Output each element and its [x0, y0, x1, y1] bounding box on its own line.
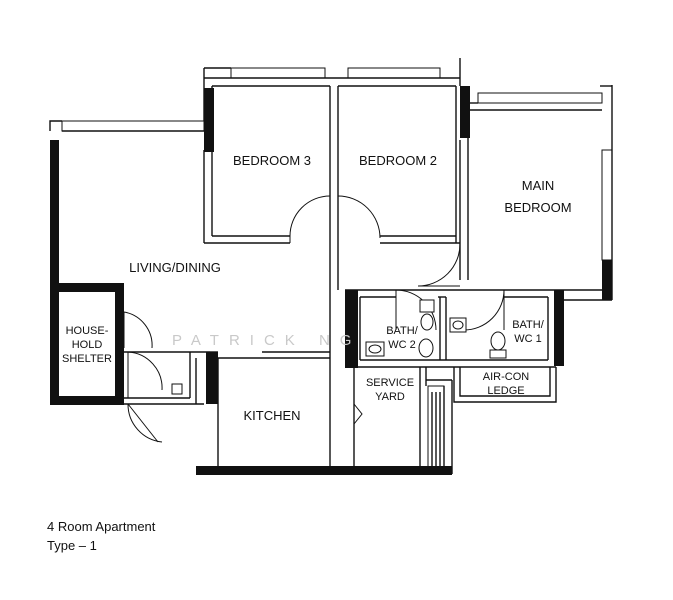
window-living: [61, 120, 205, 132]
window-main-top: [477, 92, 603, 104]
toilet-bath1: [490, 331, 506, 351]
label-bath1-1: BATH/: [512, 319, 545, 331]
label-shelter-1: HOUSE-: [66, 325, 109, 337]
label-main-bedroom-2: BEDROOM: [504, 200, 571, 215]
walls-outline: [49, 58, 613, 474]
walls-structural: [50, 86, 612, 475]
window-bedroom3: [230, 67, 326, 79]
toilet-tank-bath2: [419, 299, 435, 313]
room-labels: BEDROOM 3 BEDROOM 2 MAIN BEDROOM LIVING/…: [62, 153, 572, 423]
doors: [123, 195, 505, 443]
shelter-walls: [50, 283, 124, 405]
label-main-bedroom-1: MAIN: [522, 178, 555, 193]
caption-title: 4 Room Apartment: [47, 519, 156, 534]
label-service-yard-2: YARD: [375, 391, 405, 403]
toilet-bath2: [420, 313, 434, 331]
label-kitchen: KITCHEN: [243, 408, 300, 423]
label-service-yard-1: SERVICE: [366, 377, 414, 389]
label-bath1-2: WC 1: [514, 333, 542, 345]
toilet-tank-bath1: [489, 349, 507, 359]
toilet2-bath2: [418, 338, 434, 358]
label-aircon-2: LEDGE: [487, 385, 524, 397]
label-aircon-1: AIR-CON: [483, 371, 530, 383]
label-bedroom2: BEDROOM 2: [359, 153, 437, 168]
label-bedroom3: BEDROOM 3: [233, 153, 311, 168]
window-main-side: [601, 149, 613, 261]
fixtures: [365, 299, 507, 359]
label-bath2-2: WC 2: [388, 339, 416, 351]
label-living-dining: LIVING/DINING: [129, 260, 221, 275]
watermark: PATRICK NG: [172, 332, 361, 349]
caption-type: Type – 1: [47, 538, 97, 553]
window-bedroom2: [347, 67, 441, 79]
label-shelter-2: HOLD: [72, 339, 103, 351]
label-bath2-1: BATH/: [386, 325, 419, 337]
label-shelter-3: SHELTER: [62, 353, 112, 365]
